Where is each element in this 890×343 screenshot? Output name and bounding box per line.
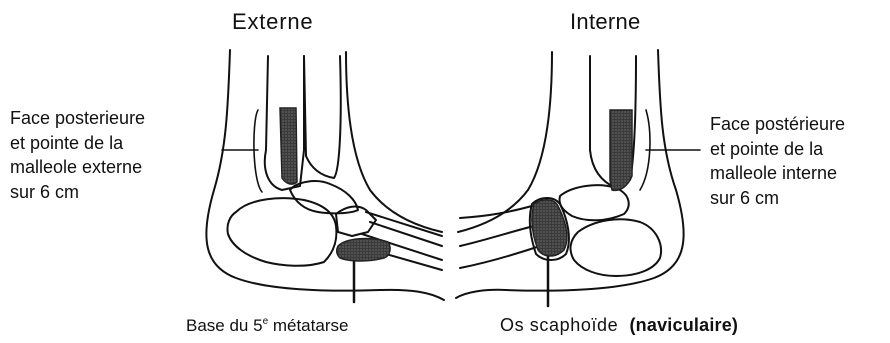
medial-side-label-line: malleole interne [710, 161, 845, 186]
lateral-front-outline [346, 52, 442, 232]
medial-side-label-line: sur 6 cm [710, 186, 845, 211]
lateral-label-connector [222, 110, 262, 192]
caption-main: Os scaphoïde [500, 315, 618, 335]
medial-malleolus-zone [610, 110, 632, 190]
lateral-malleolus-zone [280, 108, 297, 184]
lateral-side-label-line: et pointe de la [10, 131, 145, 156]
caption-bold: (naviculaire) [629, 315, 738, 335]
calcaneus-bone [227, 198, 336, 266]
medial-side-label-line: Face postérieure [710, 112, 845, 137]
fifth-metatarsal-caption: Base du 5e métatarse [186, 315, 348, 337]
lateral-side-label-line: Face posterieure [10, 106, 145, 131]
lateral-side-label-line: sur 6 cm [10, 180, 145, 205]
caption-prefix: Base du 5 [186, 316, 263, 335]
lateral-ankle-drawing [206, 50, 444, 302]
lateral-view-title: Externe [232, 8, 313, 36]
lateral-side-label-line: malleole externe [10, 155, 145, 180]
medial-label-connector [640, 110, 700, 190]
medial-calcaneus-bone [571, 219, 662, 276]
fifth-metatarsal-base-zone [337, 239, 390, 261]
medial-view-title: Interne [570, 8, 641, 36]
caption-suffix: métatarse [268, 316, 348, 335]
medial-side-label: Face postérieure et pointe de la malleol… [710, 112, 845, 210]
navicular-caption: Os scaphoïde (naviculaire) [500, 314, 738, 337]
medial-side-label-line: et pointe de la [710, 137, 845, 162]
tibia-bone [304, 56, 341, 178]
medial-ankle-drawing [456, 50, 700, 306]
lateral-side-label: Face posterieure et pointe de la malleol… [10, 106, 145, 204]
